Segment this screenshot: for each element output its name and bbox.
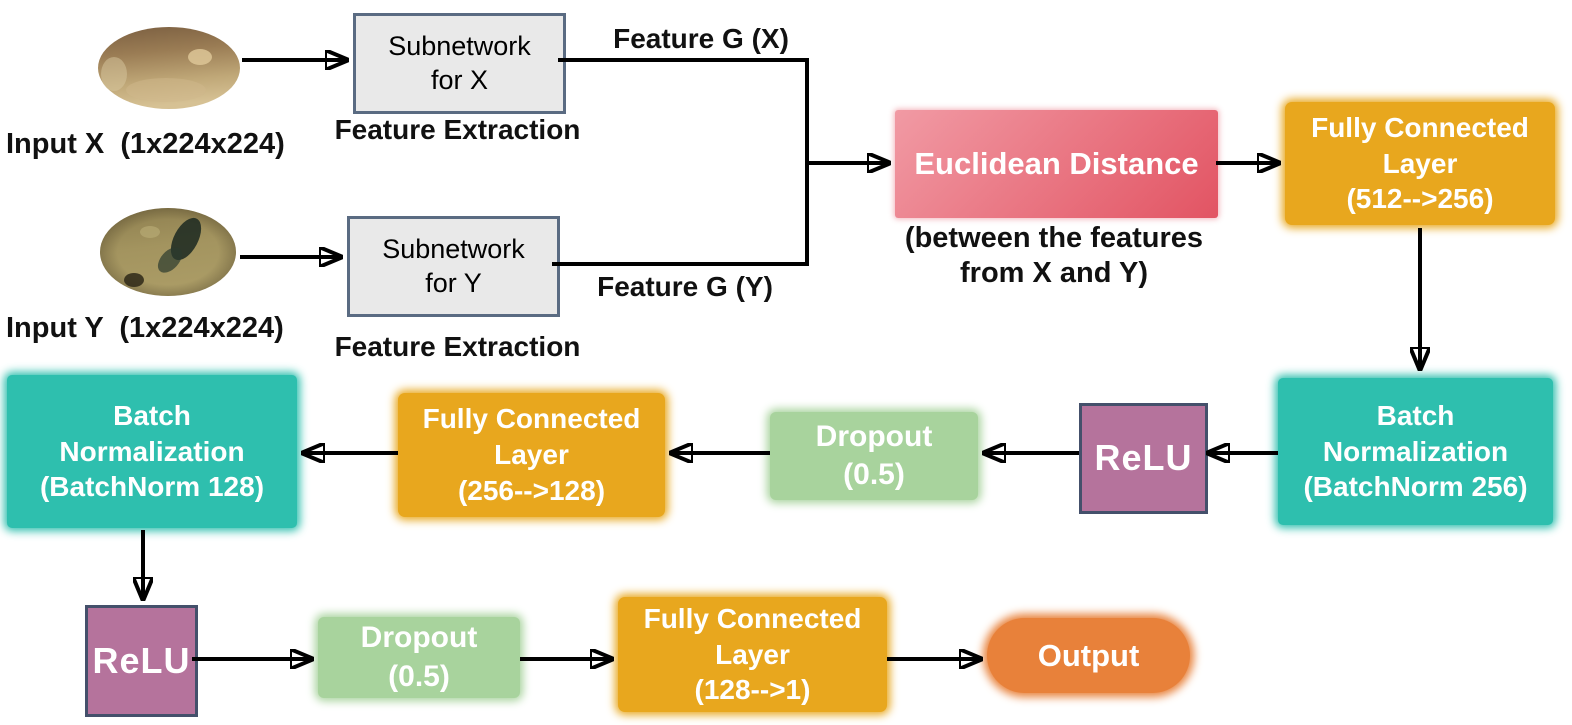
feature-extraction-y-label: Feature Extraction [334, 331, 581, 362]
feature-gy-label: Feature G (Y) [597, 271, 773, 302]
dropout-box-2: Dropout(0.5) [318, 617, 520, 698]
input-x-label: Input X (1x224x224) [6, 128, 285, 160]
feature-extraction-x-label: Feature Extraction [334, 114, 581, 145]
dropout-box-1: Dropout(0.5) [770, 412, 978, 500]
input-y-label: Input Y (1x224x224) [6, 312, 284, 344]
line-feature-merge [552, 58, 809, 266]
output-pill: Output [987, 618, 1190, 693]
euclidean-distance-box: Euclidean Distance [895, 110, 1218, 218]
seed-photo-x [98, 27, 240, 109]
feature-gx-label: Feature G (X) [613, 23, 789, 54]
relu-box-1: ReLU [1079, 403, 1208, 514]
seed-photo-y [100, 208, 236, 296]
relu-box-2: ReLU [85, 605, 198, 717]
